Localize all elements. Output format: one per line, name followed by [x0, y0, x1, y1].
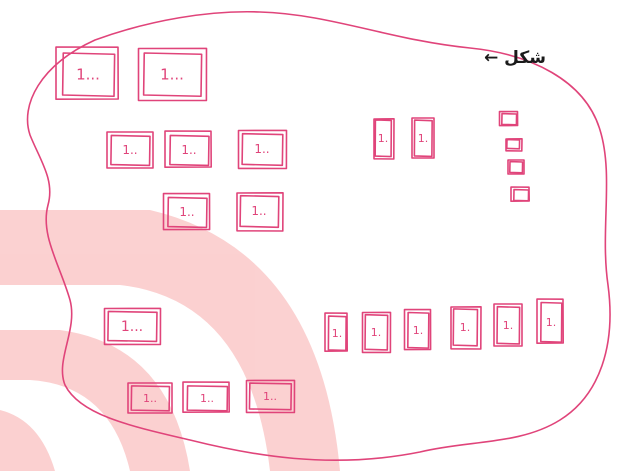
box-label: 1. — [460, 321, 471, 334]
box-label: 1... — [160, 65, 184, 83]
diagram-caption: شکل ← — [484, 48, 546, 68]
box-inner-outline — [507, 140, 520, 149]
box-label: 1. — [378, 132, 389, 145]
box-label: 1. — [546, 316, 557, 329]
box-label: 1.. — [251, 204, 266, 218]
box-label: 1. — [413, 324, 424, 337]
box-label: 1. — [503, 319, 514, 332]
box-group-large-top: 1... 1... — [56, 47, 207, 101]
box-label: 1.. — [263, 390, 277, 403]
box-group-large-bottom: 1... — [105, 308, 161, 344]
box-label: 1... — [76, 65, 100, 83]
box-group-tall-row: 1. 1. 1. 1. 1. 1. — [325, 299, 563, 353]
box-label: 1. — [418, 132, 429, 145]
box-label: 1. — [332, 327, 343, 340]
box-label: 1.. — [122, 143, 137, 157]
box-label: 1.. — [181, 143, 196, 157]
watermark-logo — [0, 210, 340, 471]
box-group-tall-pair: 1. 1. — [374, 118, 434, 159]
box-label: 1... — [121, 319, 143, 335]
box-inner-outline — [502, 114, 517, 125]
box-label: 1.. — [254, 142, 269, 156]
box-label: 1.. — [143, 392, 157, 405]
box-label: 1.. — [200, 392, 214, 405]
box-group-tiny-column — [500, 112, 530, 202]
box-inner-outline — [510, 162, 523, 173]
box-inner-outline — [514, 190, 529, 201]
box-label: 1.. — [179, 205, 194, 219]
box-label: 1. — [371, 326, 382, 339]
